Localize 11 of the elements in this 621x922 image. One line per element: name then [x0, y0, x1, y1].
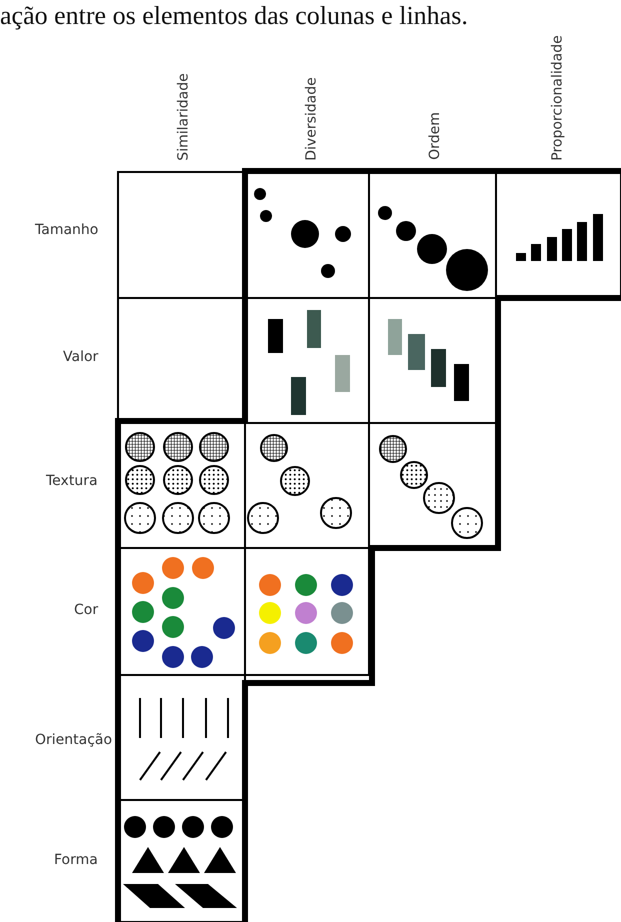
column-header: Diversidade	[303, 76, 320, 160]
row-label: Cor	[74, 602, 98, 618]
caption-text: ação entre os elementos das colunas e linhas.	[0, 2, 468, 30]
row-label: Forma	[54, 852, 98, 868]
row-label: Valor	[63, 349, 98, 365]
column-header: Proporcionalidade	[549, 34, 566, 160]
column-header: Ordem	[426, 112, 443, 160]
row-label: Textura	[46, 473, 98, 489]
row-label: Orientação	[35, 732, 112, 748]
row-label: Tamanho	[35, 222, 98, 238]
column-header: Similaridade	[175, 72, 192, 160]
